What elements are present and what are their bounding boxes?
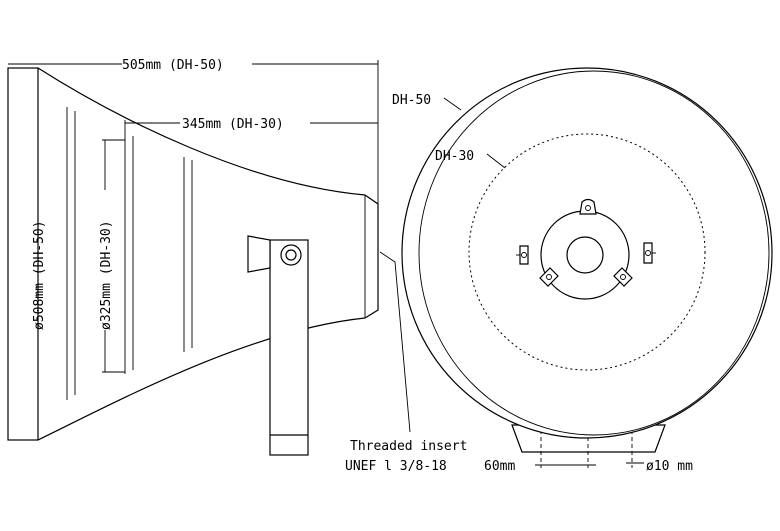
dim-length-dh30-label: 345mm (DH-30): [182, 117, 284, 132]
bracket-arm: [269, 239, 309, 456]
thread-label-line2: UNEF l 3/8-18: [345, 459, 447, 474]
thread-label-line1: Threaded insert: [350, 439, 467, 454]
front-dh50-label: DH-50: [392, 93, 431, 108]
pivot-bolt-outer: [280, 244, 302, 266]
front-rim-inner: [418, 70, 770, 436]
front-outer-circle: [401, 67, 773, 439]
lug-bottom-right: [613, 267, 633, 287]
bell-rim: [7, 67, 39, 441]
thread-leader: [379, 251, 411, 433]
lug-bottom-left: [539, 267, 559, 287]
lug-right: [643, 242, 656, 264]
front-dh50-leader: [443, 97, 462, 111]
bracket-width-label: 60mm: [484, 459, 515, 474]
front-dh30-circle: [468, 133, 706, 371]
pivot-bolt-inner: [285, 249, 297, 261]
lug-left: [516, 245, 529, 265]
driver-throat: [566, 236, 604, 274]
dim-length-dh50-label: 505mm (DH-50): [122, 58, 224, 73]
front-view: DH-50 DH-30 60mm ø10 mm: [392, 67, 773, 474]
front-dh30-leader: [486, 153, 506, 169]
lug-top: [579, 198, 597, 215]
front-dh30-label: DH-30: [435, 149, 474, 164]
dim-dia-dh30-label: ø325mm (DH-30): [99, 220, 114, 330]
side-view: 505mm (DH-50) 345mm (DH-30) ø508mm (DH-5…: [7, 58, 467, 474]
hole-dia-label: ø10 mm: [646, 459, 693, 474]
dim-dia-dh50-label: ø508mm (DH-50): [32, 220, 47, 330]
bracket-tab: [247, 235, 271, 273]
